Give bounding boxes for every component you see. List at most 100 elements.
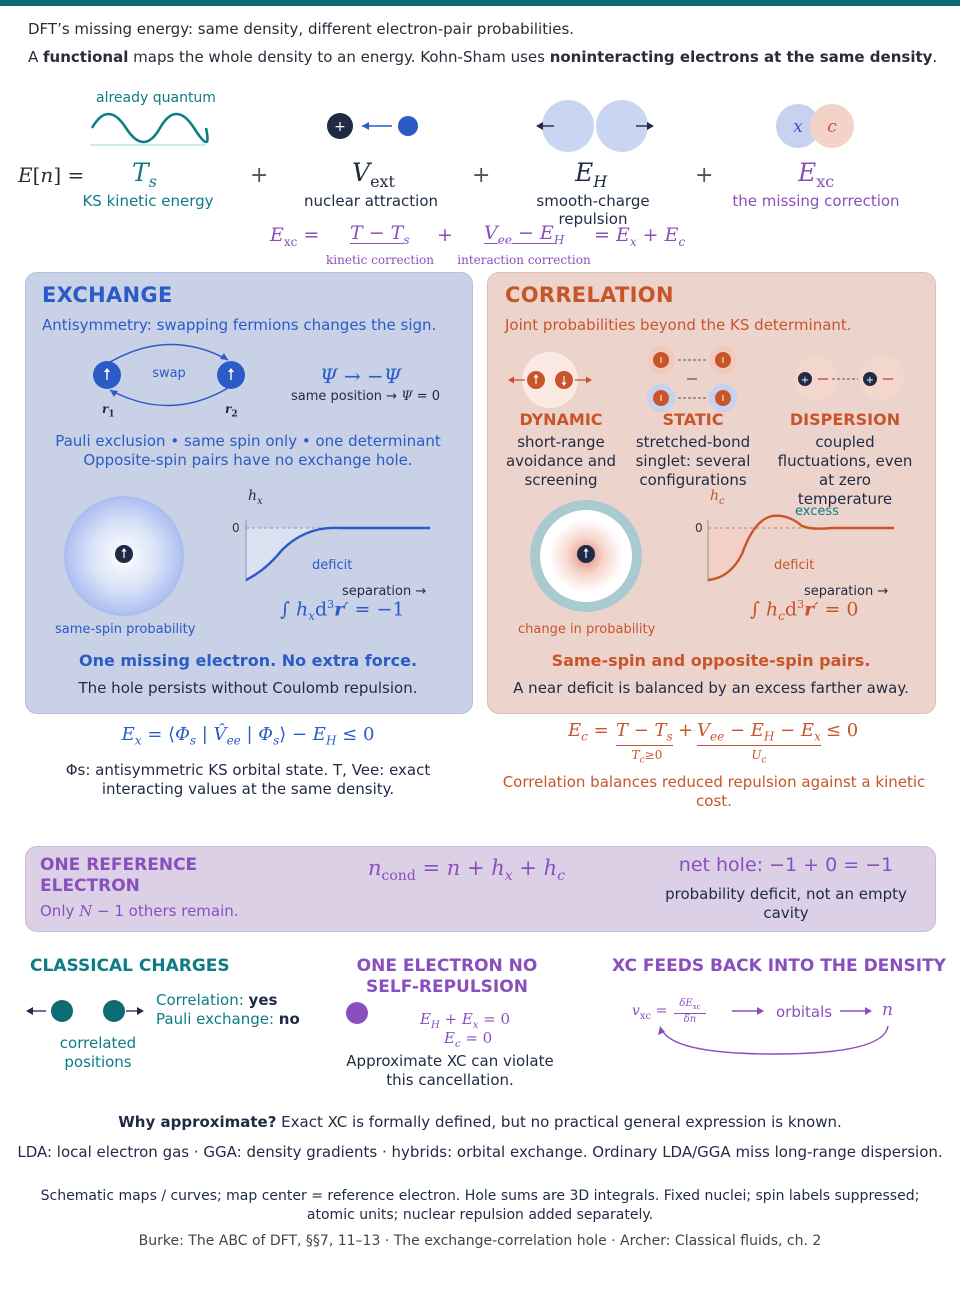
ec-t2-under: Uc xyxy=(751,748,767,766)
arrow-to-n xyxy=(840,1007,872,1015)
schematic-note: Schematic maps / curves; map center = re… xyxy=(40,1188,920,1223)
reference-panel xyxy=(25,846,936,932)
exchange-plain-line: The hole persists without Coulomb repuls… xyxy=(78,679,418,697)
dynamic-label: DYNAMIC xyxy=(519,410,603,429)
page-title: DFT’s missing energy: same density, diff… xyxy=(28,20,575,38)
single-electron-icon xyxy=(346,1002,368,1024)
correlation-hole-curve: 0 deficit excess xyxy=(695,504,894,582)
eh-symbol: EH xyxy=(575,158,608,191)
decomp-t1: T − Ts xyxy=(350,222,410,247)
static-desc: stretched-bond singlet: several configur… xyxy=(635,433,751,489)
plus-2: + xyxy=(472,163,491,188)
correlation-subtitle: Joint probabilities beyond the KS determ… xyxy=(505,316,852,334)
ncond-formula: ncond = n + hx + hc xyxy=(368,856,566,885)
ec-t2: Vee − EH − Ex xyxy=(697,720,821,746)
same-position-note: same position → Ψ = 0 xyxy=(291,389,441,404)
vext-caption: nuclear attraction xyxy=(303,192,439,210)
reference-title: ONE REFERENCE ELECTRON xyxy=(40,855,198,896)
opposite-spin-line: Opposite-spin pairs have no exchange hol… xyxy=(83,451,413,469)
approximations-line: LDA: local electron gas · GGA: density g… xyxy=(17,1143,943,1161)
one-electron-eq2: Ec = 0 xyxy=(444,1029,493,1050)
exc-symbol: Exc xyxy=(798,158,835,191)
svg-text:+: + xyxy=(801,375,809,386)
feedback-title: XC FEEDS BACK INTO THE DENSITY xyxy=(612,956,946,976)
hx-integral: ∫ hxd3r′ = −1 xyxy=(280,598,405,624)
eh-caption: smooth-charge repulsion xyxy=(536,192,650,228)
plus-3: + xyxy=(695,163,714,188)
swap-diagram: swap xyxy=(93,343,245,407)
correlation-plain-line: A near deficit is balanced by an excess … xyxy=(513,679,909,697)
exchange-panel xyxy=(25,272,473,714)
one-electron-eq1: EH + Ex = 0 xyxy=(420,1010,511,1031)
exchange-subtitle: Antisymmetry: swapping fermions changes … xyxy=(42,316,437,334)
hc-excess: excess xyxy=(795,504,839,519)
x-label: x xyxy=(793,117,803,137)
exchange-hole-curve: 0 deficit xyxy=(232,520,432,582)
exc-caption: the missing correction xyxy=(732,192,900,210)
dynamic-desc: short-range avoidance and screening xyxy=(505,433,617,489)
ec-t1-under: Tc≥0 xyxy=(631,748,663,766)
quantum-wave-icon xyxy=(90,112,209,146)
arrow-to-orbitals xyxy=(732,1007,764,1015)
ec-lhs: Ec = xyxy=(568,720,609,744)
dispersion-label: DISPERSION xyxy=(789,410,901,429)
net-hole: net hole: −1 + 0 = −1 xyxy=(678,854,894,876)
nucleus-attraction-icon: + xyxy=(327,113,418,139)
xc-pair-icon: x c xyxy=(776,104,854,148)
vext-symbol: Vext xyxy=(352,158,395,191)
static-icon xyxy=(647,346,737,412)
ex-formula: Ex = ⟨Φs | V̂ee | Φs⟩ − EH ≤ 0 xyxy=(121,724,375,748)
decomp-t1-label: kinetic correction xyxy=(326,253,434,267)
hc-deficit: deficit xyxy=(774,558,814,573)
dynamic-icon xyxy=(508,352,592,408)
ec-plus: + xyxy=(678,720,694,741)
svg-text:+: + xyxy=(866,375,874,386)
classical-correlation: Correlation: yes xyxy=(156,991,278,1009)
references: Burke: The ABC of DFT, §§7, 11–13 · The … xyxy=(138,1233,822,1249)
smooth-charge-icon xyxy=(536,100,654,152)
psi-equation: Ψ → −Ψ xyxy=(320,364,402,388)
exchange-hole-map xyxy=(64,496,184,616)
hc-axis-label: hc xyxy=(710,488,725,507)
change-probability-label: change in probability xyxy=(518,622,656,637)
energy-lhs: E[n] = xyxy=(18,163,85,187)
hc-separation: separation → xyxy=(804,584,889,599)
correlation-panel xyxy=(487,272,936,714)
correlation-bold-line: Same-spin and opposite-spin pairs. xyxy=(551,651,871,670)
svg-text:+: + xyxy=(334,119,346,135)
dispersion-icon: + + xyxy=(794,356,904,400)
vxc-label: vxc = xyxy=(632,1003,668,1022)
reference-sub: Only N − 1 others remain. xyxy=(40,902,239,920)
feedback-loop-arrow xyxy=(658,1025,889,1055)
hx-separation: separation → xyxy=(342,584,427,599)
r1-label: r1 xyxy=(102,402,115,420)
same-spin-probability-label: same-spin probability xyxy=(55,622,196,637)
net-hole-note: probability deficit, not an empty cavity xyxy=(665,885,907,922)
plus-1: + xyxy=(250,163,269,188)
ex-note: Φs: antisymmetric KS orbital state. T, V… xyxy=(65,761,431,798)
dispersion-desc: coupled fluctuations, even at zero tempe… xyxy=(777,433,913,508)
ec-note: Correlation balances reduced repulsion a… xyxy=(502,773,926,810)
correlation-title: CORRELATION xyxy=(505,283,674,307)
decomp-t2-label: interaction correction xyxy=(457,253,591,267)
hx-zero: 0 xyxy=(232,521,240,535)
n-label: n xyxy=(882,1000,893,1020)
r2-label: r2 xyxy=(225,402,238,420)
one-electron-note: Approximate XC can violate this cancella… xyxy=(346,1052,554,1089)
top-accent-bar xyxy=(0,0,960,6)
classical-caption: correlated positions xyxy=(59,1034,137,1071)
hx-deficit: deficit xyxy=(312,558,352,573)
decomp-plus: + xyxy=(437,224,453,246)
c-label: c xyxy=(827,117,837,137)
decomp-t2: Vee − EH xyxy=(484,222,565,247)
exchange-bold-line: One missing electron. No extra force. xyxy=(78,651,418,670)
ts-symbol: Ts xyxy=(132,158,157,191)
one-electron-title: ONE ELECTRON NO SELF-REPULSION xyxy=(356,956,538,997)
hc-zero: 0 xyxy=(695,521,703,535)
exchange-title: EXCHANGE xyxy=(42,283,173,307)
decomp-lhs: Exc = xyxy=(270,224,320,249)
intro-line: A functional maps the whole density to a… xyxy=(28,48,938,66)
ec-t1: T − Ts xyxy=(616,720,673,746)
pauli-line: Pauli exclusion • same spin only • one d… xyxy=(55,432,441,450)
